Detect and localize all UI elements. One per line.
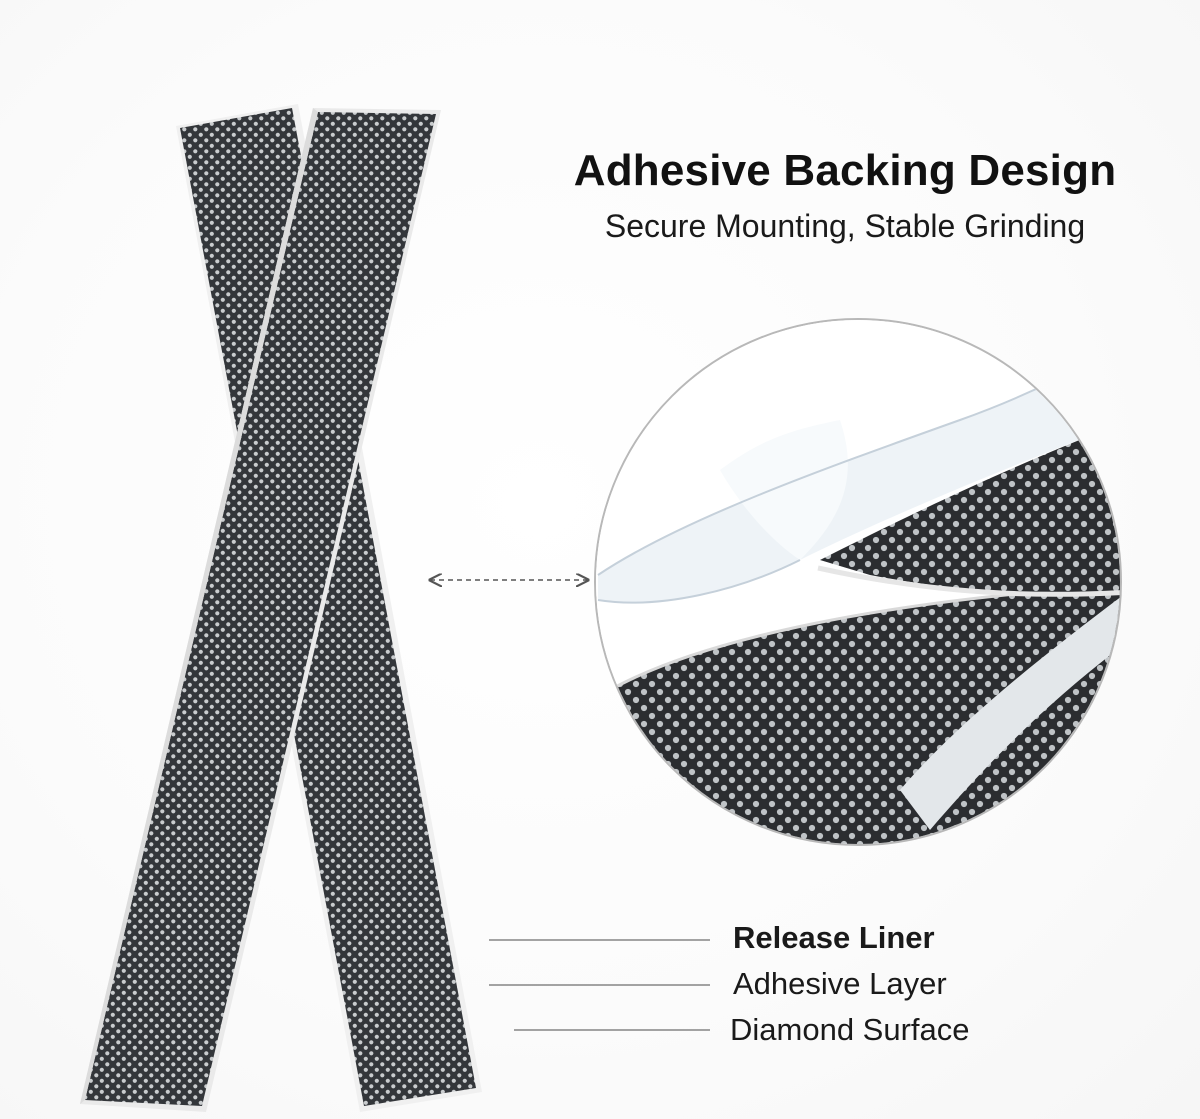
subheadline: Secure Mounting, Stable Grinding — [604, 208, 1086, 244]
release-liner-label: Release Liner — [733, 920, 935, 955]
adhesive-layer-label: Adhesive Layer — [733, 966, 947, 1001]
headline: Adhesive Backing Design — [573, 146, 1117, 195]
abrasive-strip-front — [80, 108, 441, 1112]
zoom-detail-circle — [594, 318, 1122, 846]
diamond-surface-label: Diamond Surface — [730, 1012, 970, 1047]
abrasive-strip-back — [176, 104, 482, 1112]
